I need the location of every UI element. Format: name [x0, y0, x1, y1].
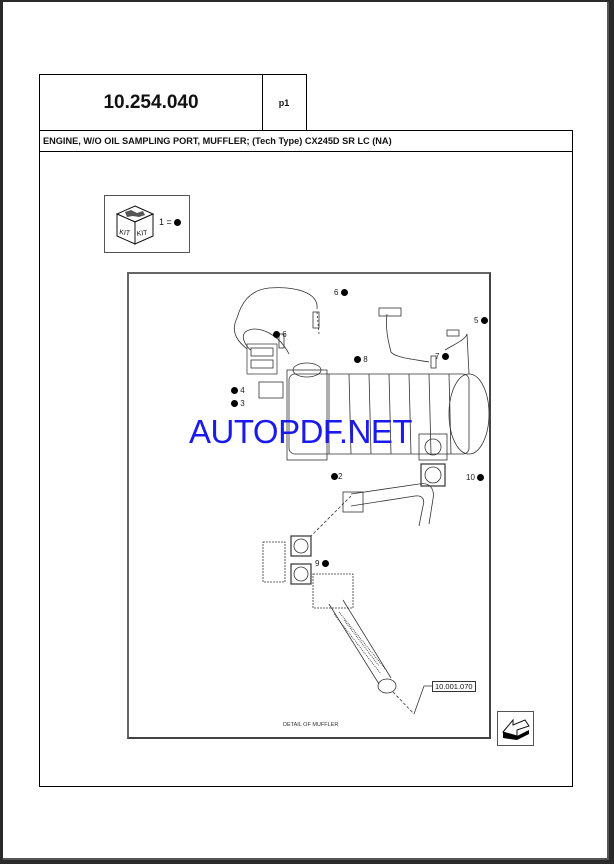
callout-6-top: 6	[334, 288, 348, 297]
bullet-icon	[273, 331, 280, 339]
kit-legend-text: 1 =	[159, 217, 172, 227]
bullet-icon	[480, 317, 488, 325]
bullet-icon	[321, 560, 329, 568]
callout-4: 4	[231, 386, 245, 395]
callout-label: 2	[338, 472, 343, 481]
page-label-box: p1	[262, 74, 307, 131]
return-button[interactable]	[497, 711, 534, 746]
bullet-icon	[441, 353, 449, 361]
callout-label: 6	[282, 330, 287, 339]
callout-label: 6	[334, 288, 339, 297]
bullet-icon	[477, 474, 485, 482]
bullet-icon	[331, 473, 338, 481]
kit-text-left: KIT	[119, 229, 131, 238]
callout-label: 8	[363, 355, 368, 364]
callout-label: 4	[240, 386, 245, 395]
callout-9: 9	[315, 559, 329, 568]
content-frame	[39, 151, 573, 787]
bullet-icon	[340, 289, 348, 297]
callout-label: 3	[240, 399, 245, 408]
return-arrow-icon	[502, 718, 530, 740]
section-code-box: 10.254.040	[39, 74, 263, 131]
document-page: 10.254.040 p1 ENGINE, W/O OIL SAMPLING P…	[3, 2, 609, 860]
section-code: 10.254.040	[103, 92, 199, 113]
reference-link[interactable]: 10.001.070	[432, 681, 476, 692]
kit-text-right: KIT	[136, 229, 148, 238]
page-label: p1	[278, 98, 290, 108]
callout-label: 5	[474, 316, 479, 325]
kit-box-icon: KIT KIT	[115, 205, 155, 245]
bullet-icon	[231, 400, 238, 408]
callout-5: 5	[474, 316, 488, 325]
callout-6-mid: 6	[273, 330, 287, 339]
watermark: AUTOPDF.NET	[189, 413, 413, 450]
kit-legend: KIT KIT 1 =	[104, 195, 190, 253]
bullet-icon	[354, 356, 361, 364]
document-title: ENGINE, W/O OIL SAMPLING PORT, MUFFLER; …	[43, 136, 392, 146]
callout-label: 7	[435, 352, 440, 361]
diagram-caption: DETAIL OF MUFFLER	[283, 722, 339, 728]
callout-2: 2	[331, 472, 342, 481]
bullet-icon	[174, 219, 182, 227]
callout-10: 10	[466, 473, 485, 482]
kit-legend-label: 1 =	[159, 217, 182, 227]
title-box: ENGINE, W/O OIL SAMPLING PORT, MUFFLER; …	[39, 130, 573, 152]
callout-8: 8	[354, 355, 368, 364]
bullet-icon	[231, 387, 238, 395]
callout-3: 3	[231, 399, 245, 408]
muffler-illustration	[233, 287, 490, 715]
callout-label: 9	[315, 559, 320, 568]
parts-diagram: 6 6 5 8 7 4 3 2 10 9 10.001.070 DETAIL O…	[127, 272, 491, 739]
callout-7: 7	[435, 352, 449, 361]
callout-label: 10	[466, 473, 475, 482]
